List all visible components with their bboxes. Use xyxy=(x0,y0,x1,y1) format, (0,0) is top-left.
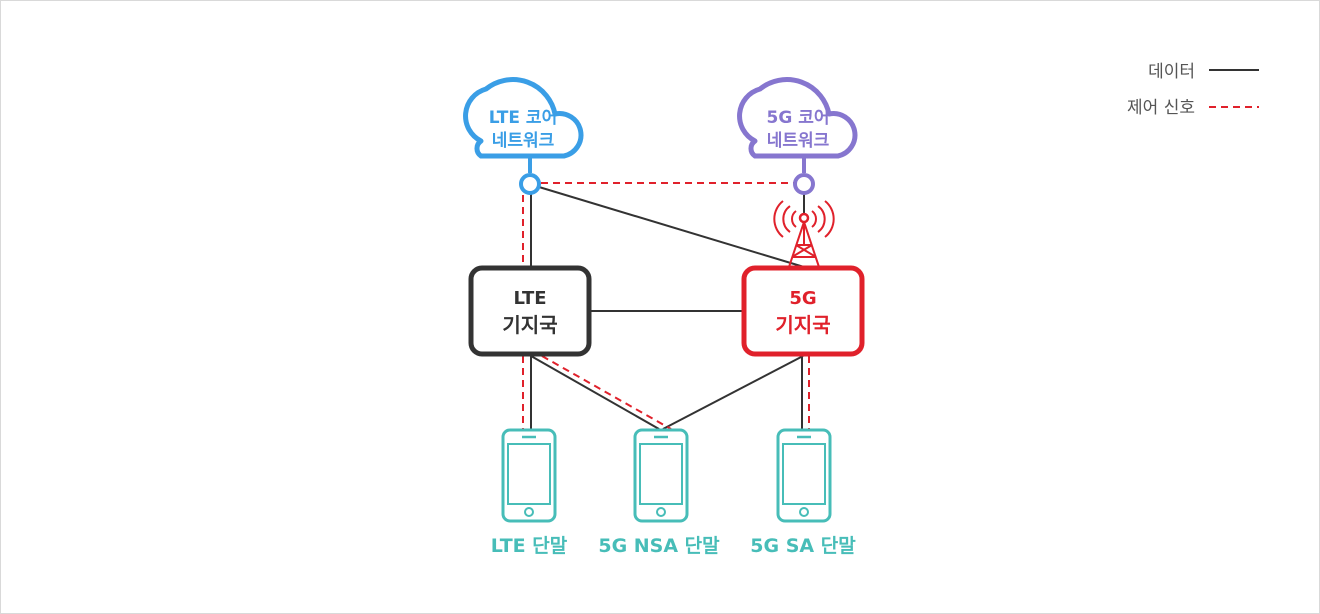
control-link-lte-base-nsa-terminal xyxy=(541,355,672,430)
lte-core-port-icon xyxy=(519,173,541,195)
lte-core-cloud-icon xyxy=(463,77,584,159)
lte-phone-icon xyxy=(501,428,557,523)
5g-base-box xyxy=(741,265,865,357)
sa-terminal: 5G SA 단말 xyxy=(750,428,856,557)
signal-wave-left-inner xyxy=(791,210,797,228)
5g-core-label-line2: 네트워크 xyxy=(767,131,830,151)
antenna-tip xyxy=(798,212,810,224)
5g-core-port-icon xyxy=(793,173,815,195)
5g-core-cloud-icon xyxy=(737,77,858,159)
legend-data-label: 데이터 xyxy=(1148,62,1195,82)
lte-terminal-label: LTE 단말 xyxy=(491,535,568,557)
lte-base-box xyxy=(468,265,592,357)
data-link-5g-base-nsa-terminal xyxy=(662,355,804,430)
nsa-phone-icon xyxy=(633,428,689,523)
5g-core-network: 5G 코어 네트워크 xyxy=(737,77,858,195)
signal-wave-left-mid xyxy=(782,205,791,233)
legend-control-label: 제어 신호 xyxy=(1127,98,1195,118)
sa-phone-icon xyxy=(776,428,832,523)
data-link-lte-base-nsa-terminal xyxy=(530,355,660,430)
signal-wave-left-outer xyxy=(773,200,784,238)
5g-base-label-line1: 5G xyxy=(789,288,816,309)
signal-wave-right-mid xyxy=(817,205,826,233)
antenna-tower-icon xyxy=(773,200,835,268)
signal-wave-right-inner xyxy=(811,210,817,228)
5g-base-station: 5G 기지국 xyxy=(741,265,865,357)
lte-terminal: LTE 단말 xyxy=(491,428,568,557)
nsa-terminal-label: 5G NSA 단말 xyxy=(598,535,720,557)
5g-base-label-line2: 기지국 xyxy=(775,313,830,337)
lte-base-station: LTE 기지국 xyxy=(468,265,592,357)
sa-terminal-label: 5G SA 단말 xyxy=(750,535,856,557)
signal-wave-right-outer xyxy=(824,200,835,238)
lte-core-network: LTE 코어 네트워크 xyxy=(463,77,584,195)
lte-base-label-line1: LTE xyxy=(513,288,546,309)
lte-core-label-line2: 네트워크 xyxy=(492,131,555,151)
lte-base-label-line2: 기지국 xyxy=(502,313,557,337)
control-links xyxy=(522,182,810,430)
5g-core-label-line1: 5G 코어 xyxy=(767,108,830,128)
legend: 데이터 제어 신호 xyxy=(1127,62,1259,118)
data-link-lte-core-5g-base xyxy=(538,186,805,268)
nsa-terminal: 5G NSA 단말 xyxy=(598,428,720,557)
lte-core-label-line1: LTE 코어 xyxy=(489,108,557,128)
tower-frame xyxy=(788,221,820,268)
data-links xyxy=(530,186,805,430)
